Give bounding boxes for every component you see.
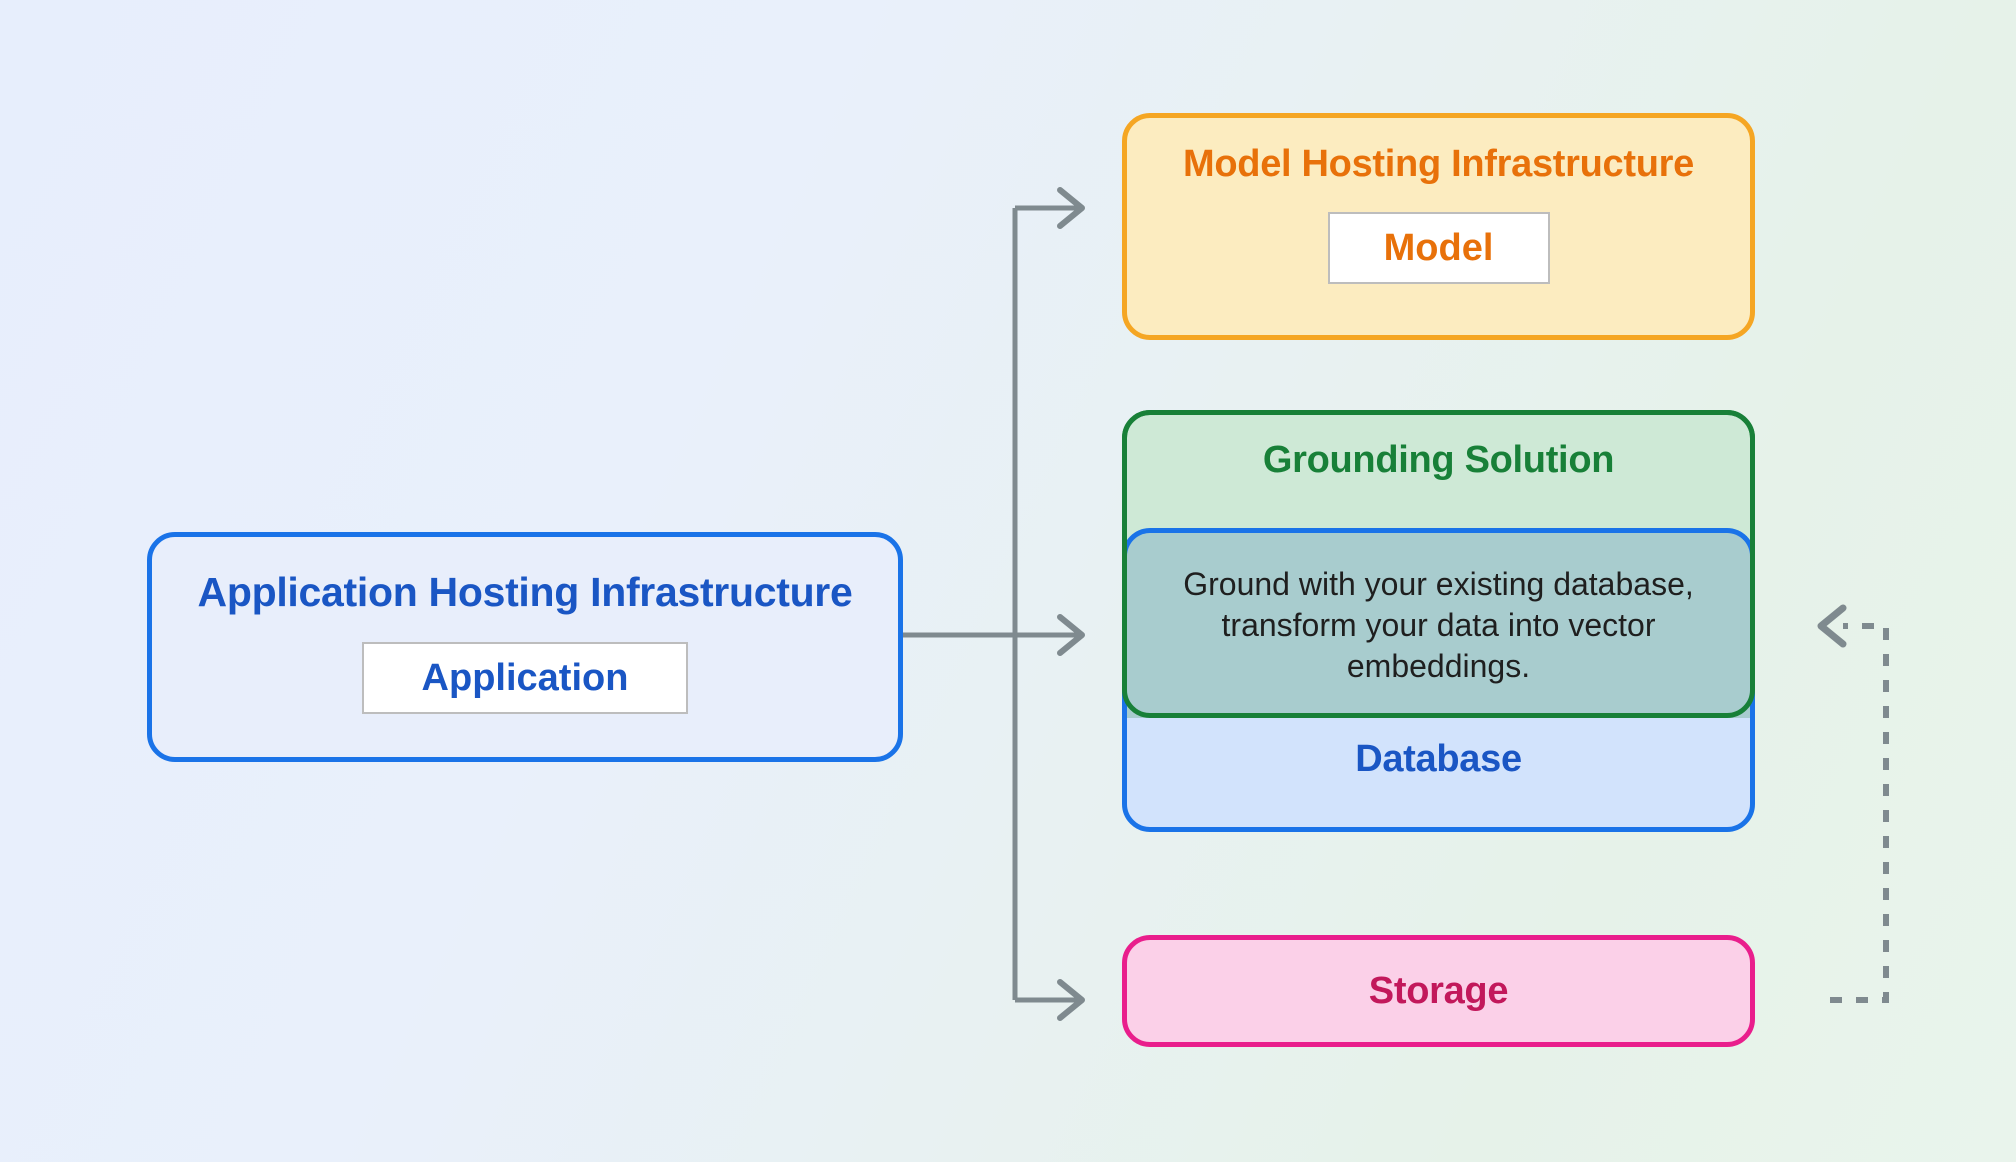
application-hosting-infrastructure-node[interactable]: Application Hosting Infrastructure Appli…: [147, 532, 903, 762]
application-chip-label: Application: [421, 656, 629, 699]
connector-storage-to-database: [1817, 604, 1889, 1003]
storage-node[interactable]: Storage: [1122, 935, 1755, 1047]
grounding-solution-description: Ground with your existing database, tran…: [1183, 566, 1694, 684]
storage-title: Storage: [1368, 969, 1509, 1012]
connector-application-trunk: [903, 208, 1018, 1000]
model-hosting-title: Model Hosting Infrastructure: [1183, 143, 1694, 185]
model-chip-label: Model: [1383, 226, 1494, 269]
application-hosting-title: Application Hosting Infrastructure: [197, 569, 853, 615]
database-title: Database: [1355, 738, 1522, 780]
grounding-solution-title: Grounding Solution: [1262, 439, 1615, 481]
grounding-database-overlap-panel: Ground with your existing database, tran…: [1122, 528, 1755, 718]
connector-application-to-storage: [1015, 979, 1085, 1021]
connector-application-to-grounding: [1015, 614, 1085, 656]
application-chip[interactable]: Application: [362, 642, 688, 714]
model-hosting-infrastructure-node[interactable]: Model Hosting Infrastructure Model: [1122, 113, 1755, 340]
model-chip[interactable]: Model: [1327, 212, 1550, 284]
connector-application-to-model: [1015, 187, 1085, 229]
